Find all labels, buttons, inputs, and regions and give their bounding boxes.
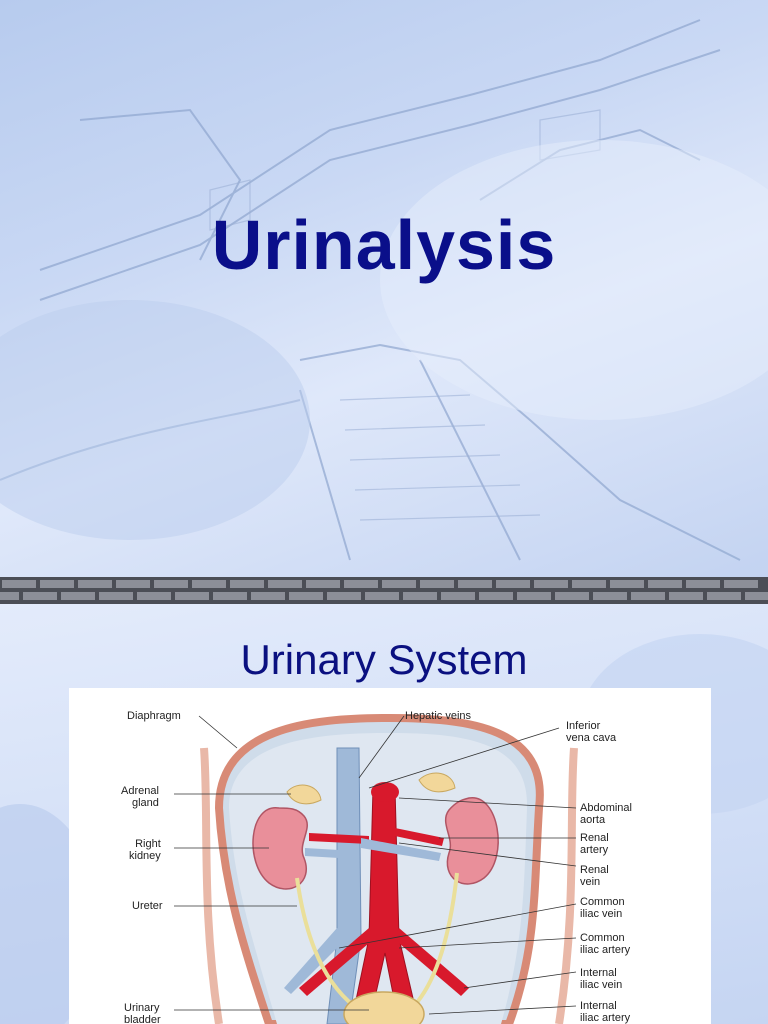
label-internal-iliac-vein: Internal iliac vein — [580, 967, 623, 991]
label-hepatic-veins: Hepatic veins — [405, 710, 472, 722]
label-renal-vein: Renal vein — [580, 864, 609, 888]
urinary-system-diagram: Diaphragm Hepatic veins Inferior vena ca… — [69, 688, 711, 1024]
label-urinary-bladder: Urinary bladder — [124, 1002, 161, 1024]
slide-title: Urinalysis — [211, 206, 557, 284]
label-right-kidney: Right kidney — [129, 838, 161, 862]
label-diaphragm: Diaphragm — [127, 710, 181, 722]
label-abdominal-aorta: Abdominal aorta — [580, 802, 632, 826]
label-common-iliac-artery: Common iliac artery — [580, 932, 631, 956]
label-adrenal-gland: Adrenal gland — [121, 785, 159, 809]
label-inferior-vena-cava: Inferior vena cava — [566, 720, 617, 744]
title-slide: Urinalysis — [0, 0, 768, 577]
label-ureter: Ureter — [132, 900, 163, 912]
slide-divider — [0, 577, 768, 604]
slide-subtitle: Urinary System — [240, 636, 528, 683]
urinary-system-slide: Urinary System — [0, 604, 768, 1024]
urinary-anatomy-illustration — [174, 713, 578, 1024]
label-common-iliac-vein: Common iliac vein — [580, 896, 625, 920]
label-internal-iliac-artery: Internal iliac artery — [580, 1000, 631, 1024]
label-renal-artery: Renal artery — [580, 832, 609, 856]
great-wall-background-art — [0, 19, 741, 561]
